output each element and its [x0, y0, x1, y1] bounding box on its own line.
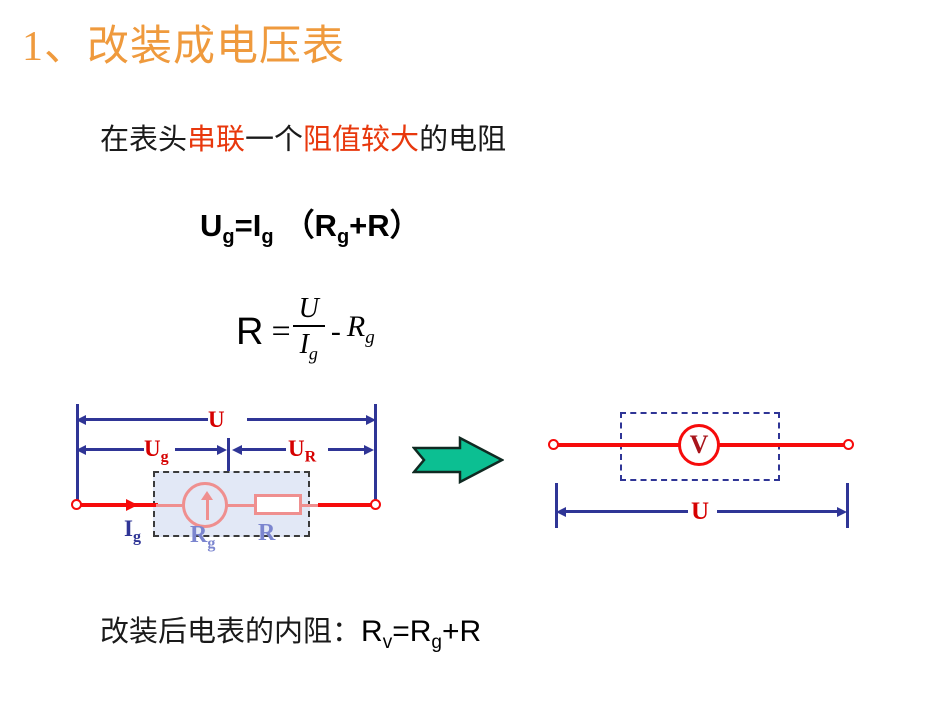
- bottom-formula-eq: =R: [392, 615, 432, 648]
- formula1-Rg-sub: g: [336, 226, 350, 249]
- formula1-plusR: +R: [349, 208, 390, 243]
- formula2-denominator-base: I: [299, 329, 309, 360]
- label-Ug: Ug: [144, 437, 169, 469]
- formula1-U: U: [200, 208, 223, 243]
- right-terminal-left: [548, 439, 559, 450]
- label-Rg: Rg: [190, 523, 215, 556]
- right-u-arrowhead-left: [556, 507, 566, 517]
- bottom-formula-sub-g: g: [431, 632, 442, 653]
- transform-arrow: [411, 435, 505, 489]
- ug-dimension-line-right: [175, 448, 220, 451]
- subtitle-line: 在表头串联一个阻值较大的电阻: [100, 120, 506, 160]
- formula1-U-sub: g: [222, 226, 235, 249]
- u-dimension-line-left: [82, 418, 208, 421]
- right-dimension-bar-start: [555, 483, 558, 528]
- wire-galvanometer-to-resistor: [226, 504, 256, 507]
- right-terminal-right: [843, 439, 854, 450]
- bottom-formula-sub-v: v: [382, 632, 393, 653]
- bottom-note-formula: Rv=Rg+R: [361, 615, 482, 653]
- u-arrowhead-right: [366, 415, 376, 425]
- formula-resistance: R = U Ig - Rg: [236, 293, 375, 369]
- ur-dimension-line-left: [238, 448, 286, 451]
- formula2-R: R: [236, 311, 264, 354]
- galvanometer-symbol: [182, 482, 228, 528]
- right-wire-left: [558, 443, 679, 447]
- formula2-fraction-bar: [292, 325, 325, 327]
- subtitle-part3: 的电阻: [419, 124, 507, 156]
- formula-series-voltage: Ug=Ig（Rg+R）: [200, 200, 421, 249]
- u-dimension-line-right: [247, 418, 371, 421]
- label-Rg-sub: g: [207, 534, 216, 552]
- ur-dimension-line-right: [328, 448, 368, 451]
- formula1-eq-sub: g: [261, 226, 274, 249]
- ur-arrowhead-left: [232, 445, 242, 455]
- label-Rg-base: R: [190, 522, 208, 548]
- center-divider-tick: [227, 438, 230, 490]
- galvanometer-needle: [206, 496, 209, 520]
- bottom-formula-R: R: [361, 615, 383, 648]
- label-Ig-base: I: [124, 516, 133, 541]
- right-u-line-right: [717, 510, 840, 513]
- formula2-denominator: Ig: [294, 330, 324, 369]
- label-UR-base: U: [288, 436, 305, 461]
- formula1-eq: =I: [234, 208, 262, 243]
- bottom-formula-end: +R: [441, 615, 482, 648]
- label-Ig: Ig: [124, 517, 141, 549]
- subtitle-highlight-series: 串联: [187, 124, 246, 156]
- galvanometer-needle-head: [201, 491, 213, 500]
- right-u-line-left: [562, 510, 688, 513]
- subtitle-part1: 在表头: [100, 124, 188, 156]
- u-arrowhead-left: [76, 415, 86, 425]
- formula1-open-paren: （: [283, 208, 315, 244]
- voltmeter-label: V: [689, 430, 709, 459]
- label-Ug-base: U: [144, 436, 161, 461]
- formula2-Rg-sub: g: [365, 326, 375, 348]
- ug-arrowhead-right: [217, 445, 227, 455]
- right-wire-right: [718, 443, 848, 447]
- wire-left-segment: [76, 503, 158, 507]
- terminal-right: [370, 499, 381, 510]
- formula1-Rg: R: [314, 208, 337, 243]
- terminal-left: [71, 499, 82, 510]
- wire-resistor-to-right: [300, 504, 322, 507]
- wire-right-segment: [318, 503, 376, 507]
- ur-arrowhead-right: [364, 445, 374, 455]
- page-title: 1、改装成电压表: [22, 24, 346, 70]
- right-dimension-bar-end: [846, 483, 849, 528]
- left-dimension-bar-end: [374, 404, 377, 508]
- formula2-Rg: Rg: [346, 309, 375, 353]
- formula2-denominator-sub: g: [308, 343, 318, 364]
- right-u-arrowhead-right: [837, 507, 847, 517]
- left-dimension-bar-start: [76, 404, 79, 508]
- label-UR: UR: [288, 437, 316, 469]
- bottom-note-text: 改装后电表的内阻：: [100, 616, 362, 648]
- wire-to-galvanometer: [156, 504, 182, 507]
- subtitle-highlight-largevalue: 阻值较大: [303, 124, 420, 156]
- label-UR-sub: R: [304, 448, 317, 466]
- resistor-symbol: [254, 494, 302, 515]
- ug-dimension-line-left: [82, 448, 144, 451]
- label-R: R: [258, 520, 276, 546]
- ug-arrowhead-left: [76, 445, 86, 455]
- current-direction-arrow: [126, 499, 138, 511]
- formula2-numerator: U: [298, 293, 319, 324]
- formula2-equals: =: [271, 313, 291, 351]
- formula2-minus: -: [330, 315, 341, 349]
- bottom-note: 改装后电表的内阻：Rv=Rg+R: [100, 612, 481, 663]
- formula1-close-paren: ）: [389, 208, 421, 244]
- label-Ig-sub: g: [132, 528, 141, 546]
- label-U-right: U: [691, 498, 710, 525]
- label-Ug-sub: g: [160, 448, 169, 466]
- subtitle-part2: 一个: [245, 124, 304, 156]
- formula2-fraction: U Ig: [292, 293, 325, 369]
- formula2-Rg-base: R: [346, 309, 366, 343]
- voltmeter-symbol: V: [678, 424, 720, 466]
- label-U-left: U: [208, 407, 225, 432]
